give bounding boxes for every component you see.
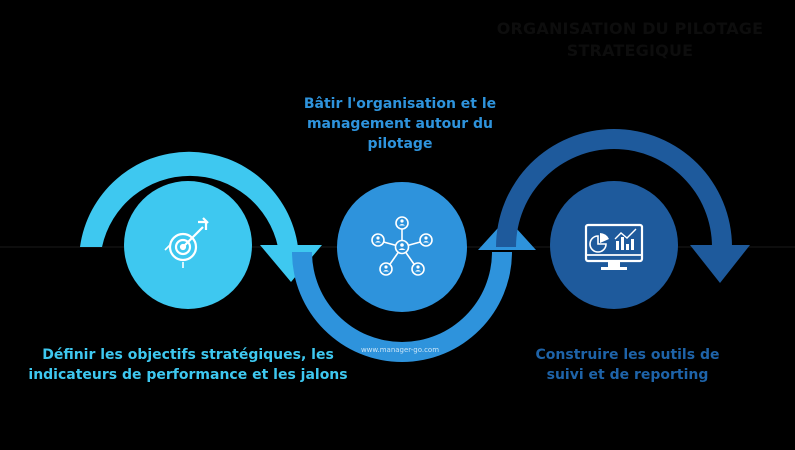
arc-3-arrow [496,129,750,283]
step-3-label: Construire les outils de suivi et de rep… [535,347,720,383]
watermark-text: www.manager-go.com [360,346,440,354]
arc-3-arrowhead [690,245,750,283]
dashboard-monitor-icon [584,223,644,270]
arc-2-band [292,252,512,362]
title-line-2: STRATEGIQUE [566,41,694,60]
network-people-icon [371,216,433,276]
step-1-label: Définir les objectifs stratégiques, les … [28,347,348,383]
page-title: ORGANISATION DU PILOTAGE STRATEGIQUE [470,18,790,62]
arc-3-band [496,129,732,247]
step-1-circle [124,181,252,309]
target-arrow-icon [164,217,209,268]
title-line-1: ORGANISATION DU PILOTAGE [496,19,764,38]
arc-1-band [80,151,298,247]
step-3-circle [550,181,678,309]
step-2-label: Bâtir l'organisation et le management au… [303,96,497,152]
